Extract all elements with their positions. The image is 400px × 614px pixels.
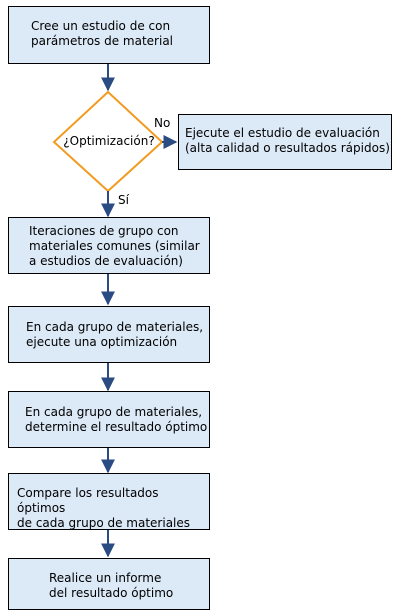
step-evaluation-line-2: (alta calidad o resultados rápidos): [185, 141, 390, 155]
step-create-study-line-1: Cree un estudio de con: [31, 19, 171, 33]
edge-label-no: No: [154, 116, 171, 130]
step-compare-results-line-1: Compare los resultados óptimos: [17, 486, 159, 515]
step-compare-results-box: Compare los resultados óptimos de cada g…: [8, 473, 210, 530]
step-report-line-1: Realice un informe: [49, 571, 162, 585]
step-determine-optimum-line-2: determine el resultado óptimo: [25, 420, 208, 434]
step-run-optimization-box: En cada grupo de materiales, ejecute una…: [8, 306, 210, 363]
step-group-iterations-line-2: materiales comunes (similar: [29, 239, 200, 253]
step-group-iterations-line-3: a estudios de evaluación): [29, 254, 183, 268]
decision-label: ¿Optimización?: [63, 134, 155, 148]
step-group-iterations-line-1: Iteraciones de grupo con: [29, 224, 179, 238]
step-compare-results-line-2: de cada grupo de materiales: [17, 516, 191, 530]
step-run-optimization-line-2: ejecute una optimización: [26, 335, 178, 349]
step-run-optimization-line-1: En cada grupo de materiales,: [26, 320, 204, 334]
step-report-box: Realice un informe del resultado óptimo: [8, 558, 210, 610]
step-create-study-box: Cree un estudio de con parámetros de mat…: [8, 6, 210, 64]
edge-label-yes: Sí: [118, 193, 129, 207]
step-determine-optimum-line-1: En cada grupo de materiales,: [25, 405, 203, 419]
step-create-study-line-2: parámetros de material: [31, 34, 174, 48]
step-evaluation-line-1: Ejecute el estudio de evaluación: [185, 126, 380, 140]
step-group-iterations-box: Iteraciones de grupo con materiales comu…: [8, 217, 210, 274]
step-evaluation-box: Ejecute el estudio de evaluación (alta c…: [178, 114, 392, 170]
step-report-line-2: del resultado óptimo: [49, 586, 174, 600]
step-determine-optimum-box: En cada grupo de materiales, determine e…: [8, 391, 210, 448]
